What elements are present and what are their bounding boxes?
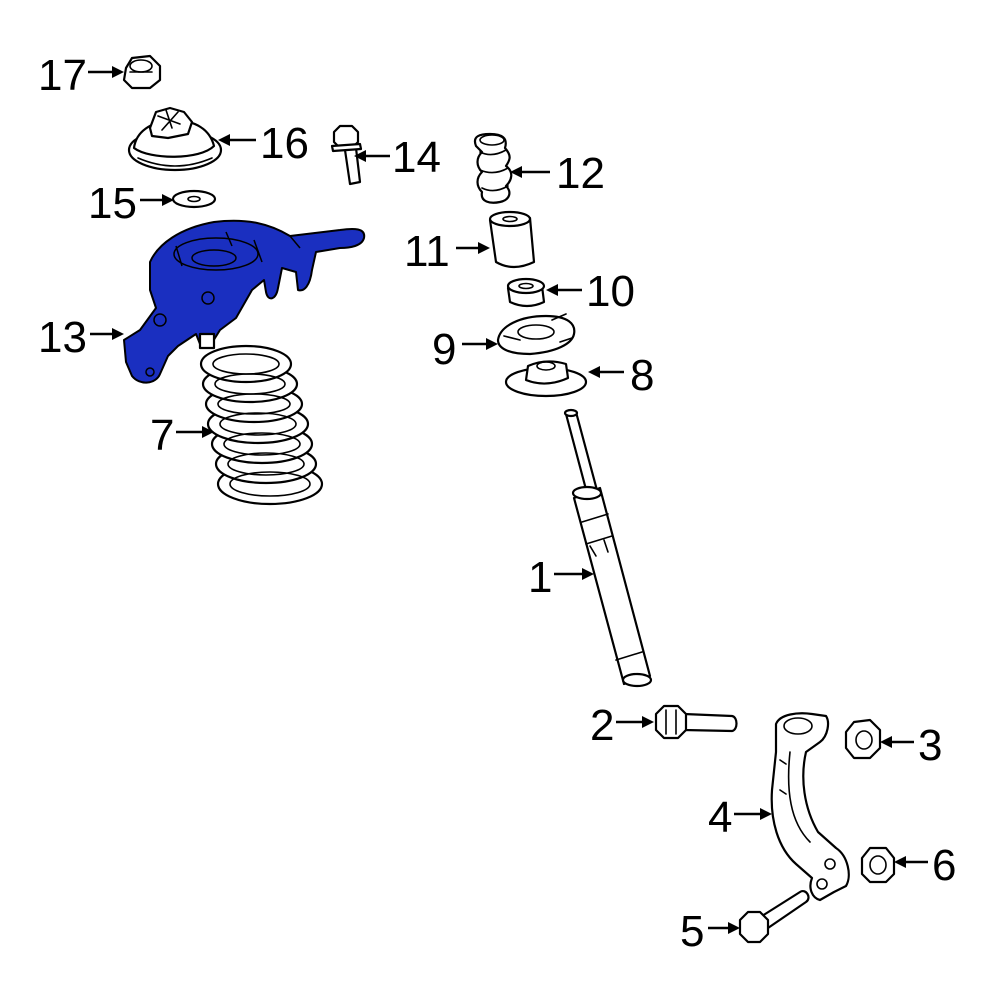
part-16-upper-mount xyxy=(127,106,223,172)
part-10-bushing xyxy=(506,277,546,308)
callout-13-label: 13 xyxy=(38,313,87,362)
part-17-nut xyxy=(122,54,162,90)
part-6-nut xyxy=(860,846,896,884)
callout-16: 16 xyxy=(218,119,309,168)
part-2-bolt xyxy=(654,704,738,740)
callout-11: 11 xyxy=(404,227,490,276)
part-1-shock-absorber xyxy=(563,408,653,688)
callout-5-label: 5 xyxy=(680,907,704,956)
part-3-nut xyxy=(844,718,882,760)
callout-1-label: 1 xyxy=(528,553,552,602)
callout-7: 7 xyxy=(150,411,214,460)
callout-9: 9 xyxy=(432,325,498,374)
callout-10-label: 10 xyxy=(586,267,635,316)
part-8-spring-pad xyxy=(504,360,588,398)
callout-14-label: 14 xyxy=(392,133,441,182)
callout-17-label: 17 xyxy=(38,51,87,100)
part-12-bump-stop xyxy=(473,132,513,204)
callout-13: 13 xyxy=(38,313,124,362)
callout-12-label: 12 xyxy=(556,149,605,198)
callout-9-label: 9 xyxy=(432,325,456,374)
callout-1: 1 xyxy=(528,553,594,602)
part-4-link-arm xyxy=(770,712,850,902)
callout-6-label: 6 xyxy=(932,841,956,890)
callout-3-label: 3 xyxy=(918,721,942,770)
callout-3: 3 xyxy=(880,721,942,770)
callout-6: 6 xyxy=(894,841,956,890)
callout-8-label: 8 xyxy=(630,351,654,400)
callout-12: 12 xyxy=(510,149,605,198)
callout-8: 8 xyxy=(588,351,654,400)
callout-5: 5 xyxy=(680,907,740,956)
callout-10: 10 xyxy=(546,267,635,316)
part-5-bolt xyxy=(738,890,810,944)
callout-2-label: 2 xyxy=(590,701,614,750)
callout-2: 2 xyxy=(590,701,654,750)
part-9-spring-seat xyxy=(496,313,576,356)
callout-4: 4 xyxy=(708,793,772,842)
callout-14: 14 xyxy=(354,133,441,182)
part-13-bracket-highlighted xyxy=(123,219,366,384)
callout-7-label: 7 xyxy=(150,411,174,460)
callout-15-label: 15 xyxy=(88,179,137,228)
callout-16-label: 16 xyxy=(260,119,309,168)
part-11-dust-boot xyxy=(488,210,536,269)
callout-4-label: 4 xyxy=(708,793,732,842)
part-14-bolt xyxy=(330,124,363,186)
part-7-coil-spring xyxy=(199,344,324,506)
callout-11-label: 11 xyxy=(404,227,450,276)
part-15-washer xyxy=(171,189,217,209)
callout-17: 17 xyxy=(38,51,124,100)
callout-15: 15 xyxy=(88,179,174,228)
